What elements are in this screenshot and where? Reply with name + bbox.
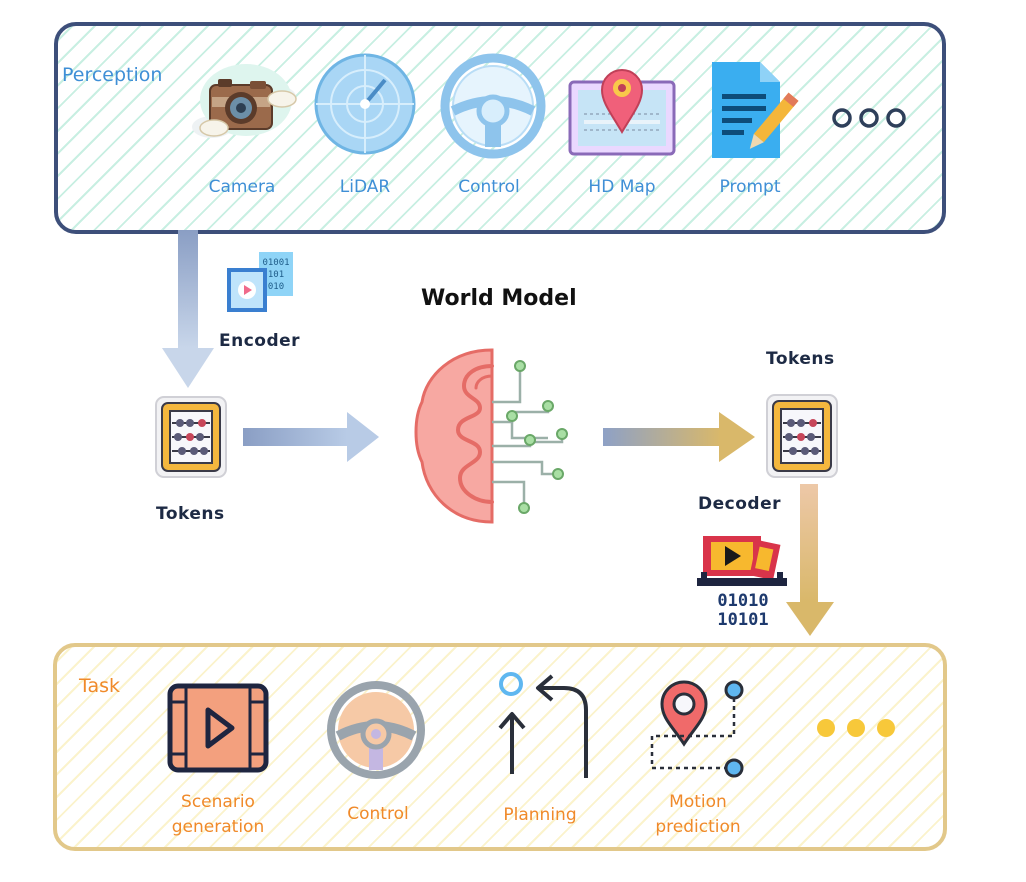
tokens-right-label: Tokens: [766, 349, 835, 369]
steering-wheel-icon: [327, 681, 425, 779]
motion-path-icon: [650, 680, 744, 778]
decoder-bits-line-2: 10101: [717, 610, 768, 630]
perception-item-control: Control: [458, 177, 520, 197]
encoder-bits-line-2: 101: [268, 270, 284, 280]
task-item-motion-line1: Motion: [669, 792, 727, 812]
task-item-motion-prediction: Motion prediction: [628, 790, 768, 840]
steering-wheel-icon: [440, 53, 546, 159]
perception-item-camera: Camera: [208, 177, 276, 197]
encoder-bits-line-1: 01001: [262, 258, 289, 268]
decoder-bits-line-1: 01010: [717, 591, 768, 611]
map-pin-icon: [568, 69, 676, 156]
decoder-label: Decoder: [698, 494, 781, 514]
camera-icon: [192, 64, 297, 138]
task-item-motion-line2: prediction: [655, 817, 741, 837]
task-item-scenario-generation: Scenario generation: [148, 790, 288, 840]
world-model-title: World Model: [421, 286, 577, 311]
right-arrow-gradient-icon: [603, 412, 755, 462]
film-binary-icon: 01010 10101: [697, 536, 787, 630]
route-arrows-icon: [498, 672, 588, 778]
task-item-scenario-line1: Scenario: [181, 792, 255, 812]
ellipsis-icon: [832, 108, 906, 128]
down-arrow-icon: [162, 230, 214, 388]
right-arrow-icon: [243, 412, 379, 462]
task-item-scenario-line2: generation: [171, 817, 265, 837]
down-arrow-gold-icon: [786, 484, 834, 636]
encoder-label: Encoder: [219, 331, 301, 351]
perception-title: Perception: [62, 64, 163, 86]
ellipsis-icon: [817, 719, 895, 737]
video-play-icon: [167, 683, 269, 773]
brain-circuit-icon: [414, 348, 568, 524]
perception-item-hdmap: HD Map: [588, 177, 656, 197]
video-binary-icon: 01001 101 010: [227, 252, 293, 312]
encoder-bits-line-3: 010: [268, 282, 284, 292]
task-item-control: Control: [347, 804, 409, 824]
radar-icon: [314, 53, 416, 155]
task-item-planning: Planning: [503, 805, 577, 825]
abacus-icon: [766, 394, 838, 478]
perception-item-lidar: LiDAR: [339, 177, 391, 197]
document-pencil-icon: [712, 62, 799, 158]
task-title: Task: [79, 675, 121, 697]
abacus-icon: [155, 396, 227, 478]
perception-item-prompt: Prompt: [719, 177, 781, 197]
tokens-left-label: Tokens: [156, 504, 225, 524]
